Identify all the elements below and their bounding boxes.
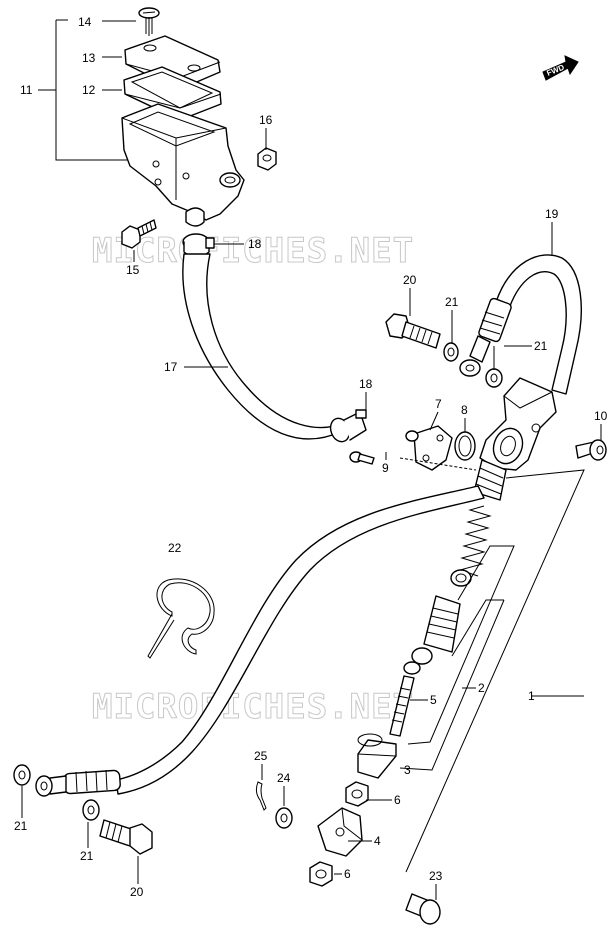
callout-22: 22 bbox=[168, 541, 182, 555]
washer-upper-right bbox=[485, 368, 503, 388]
watermark-bottom: MICROFICHES.NET bbox=[92, 687, 414, 727]
callout-21-upper-left: 21 bbox=[445, 295, 459, 309]
callout-16: 16 bbox=[259, 113, 273, 127]
callout-21-lower-right: 21 bbox=[80, 849, 94, 863]
callout-13: 13 bbox=[82, 51, 96, 65]
callout-17: 17 bbox=[164, 360, 178, 374]
callout-12: 12 bbox=[82, 83, 96, 97]
banjo-bolt-lower bbox=[99, 819, 153, 855]
callout-25: 25 bbox=[254, 749, 268, 763]
lock-nut-upper bbox=[345, 781, 369, 807]
push-rod bbox=[389, 661, 421, 737]
callout-20-lower: 20 bbox=[130, 885, 144, 899]
callout-19: 19 bbox=[545, 207, 559, 221]
callout-24: 24 bbox=[277, 771, 291, 785]
clevis bbox=[317, 807, 363, 857]
reservoir-bolt bbox=[121, 219, 157, 249]
hose-clamp-upper bbox=[182, 233, 215, 258]
hose-retainer-ring bbox=[147, 578, 215, 659]
washer-lower-right bbox=[82, 799, 100, 821]
reservoir-hose bbox=[182, 253, 347, 440]
reservoir-screw bbox=[138, 7, 160, 36]
washer-lower-left bbox=[13, 764, 31, 786]
callout-6-lower: 6 bbox=[344, 867, 351, 881]
callout-21-lower-left: 21 bbox=[14, 819, 28, 833]
inlet-joint bbox=[405, 425, 453, 471]
callout-18-lower: 18 bbox=[359, 377, 373, 391]
reservoir-body bbox=[121, 103, 245, 227]
callout-10: 10 bbox=[594, 409, 608, 423]
callout-3: 3 bbox=[404, 763, 411, 777]
clutch-hose-upper bbox=[459, 254, 582, 395]
callout-4: 4 bbox=[374, 834, 381, 848]
piston bbox=[411, 595, 461, 665]
callout-20-upper: 20 bbox=[403, 273, 417, 287]
callout-6-upper: 6 bbox=[394, 793, 401, 807]
callout-11: 11 bbox=[20, 83, 33, 97]
clutch-hose-lower bbox=[35, 485, 485, 797]
callout-9: 9 bbox=[382, 461, 389, 475]
lock-nut-lower bbox=[309, 861, 333, 887]
banjo-bolt-upper bbox=[385, 313, 441, 349]
callout-14: 14 bbox=[78, 15, 92, 29]
hose-clamp-lower bbox=[329, 409, 367, 443]
washer-upper-left bbox=[443, 342, 459, 362]
forward-arrow-icon: FWD bbox=[542, 55, 579, 81]
callout-8: 8 bbox=[461, 403, 468, 417]
callout-2: 2 bbox=[478, 681, 485, 695]
callout-1: 1 bbox=[528, 689, 535, 703]
callout-5: 5 bbox=[430, 693, 437, 707]
boot bbox=[357, 733, 397, 779]
return-spring bbox=[458, 505, 492, 577]
reservoir-nut bbox=[257, 147, 277, 171]
clevis-pin bbox=[405, 893, 441, 925]
cotter-pin bbox=[255, 781, 267, 811]
callout-18-upper: 18 bbox=[248, 237, 262, 251]
watermark-top: MICROFICHES.NET bbox=[92, 231, 414, 271]
master-cylinder-body bbox=[473, 377, 557, 501]
joint-screw bbox=[349, 451, 375, 465]
callout-23: 23 bbox=[429, 869, 443, 883]
reservoir-diaphragm bbox=[123, 66, 222, 121]
mounting-bolt-right bbox=[575, 439, 607, 461]
callout-15: 15 bbox=[126, 263, 140, 277]
callout-7: 7 bbox=[435, 397, 442, 411]
fwd-label: FWD bbox=[545, 63, 565, 78]
o-ring bbox=[454, 431, 476, 461]
callout-21-upper-right: 21 bbox=[534, 339, 548, 353]
washer-clevis bbox=[275, 807, 293, 829]
